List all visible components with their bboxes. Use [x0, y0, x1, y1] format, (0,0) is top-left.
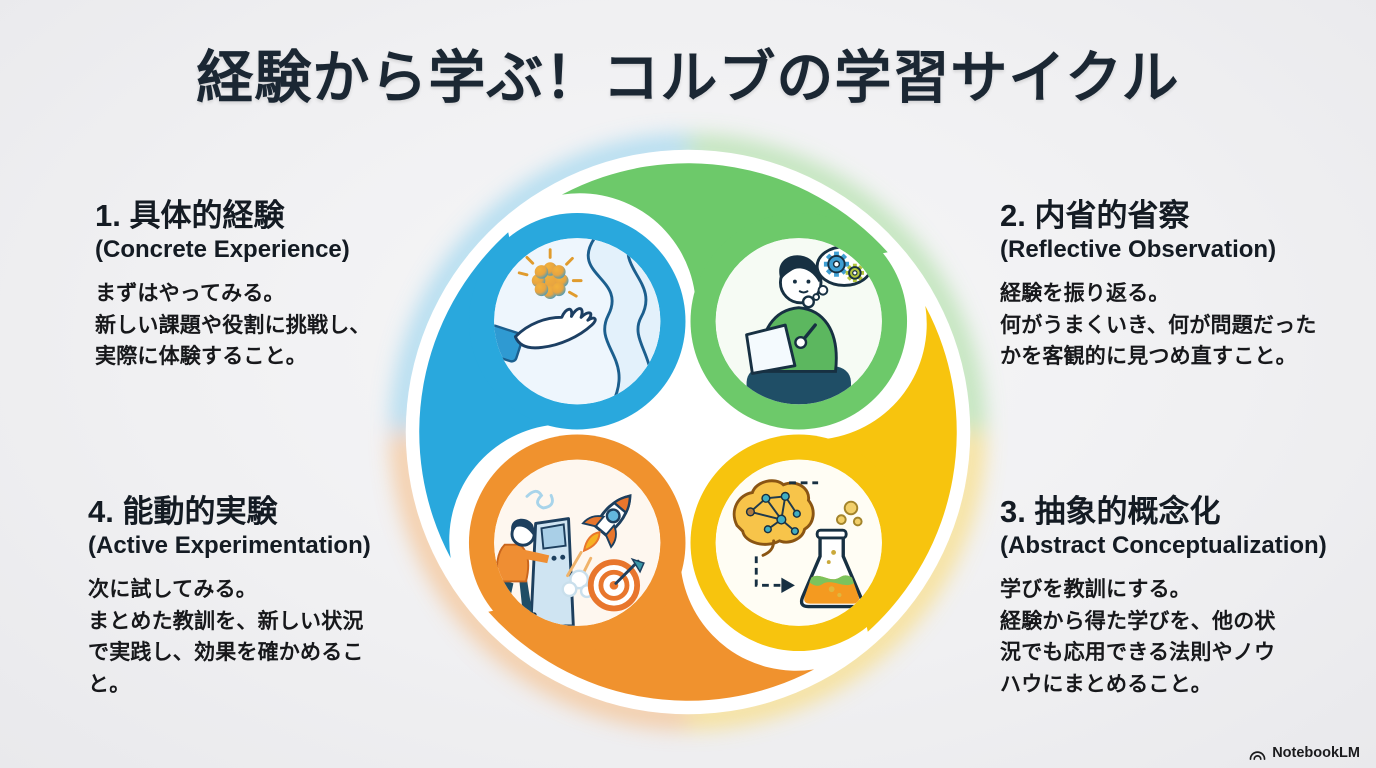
stage-3-subheading: (Abstract Conceptualization)	[1000, 531, 1327, 559]
stage-3-body: 学びを教訓にする。 経験から得た学びを、他の状 況でも応用できる法則やノウ ハウ…	[1000, 578, 1276, 696]
stage-4-heading: 4. 能動的実験	[88, 494, 278, 529]
glow-ring	[393, 137, 983, 727]
stage-1-panel: 1. 具体的経験 (Concrete Experience) まずはやってみる。…	[95, 198, 425, 373]
stage-2-panel: 2. 内省的省察 (Reflective Observation) 経験を振り返…	[1000, 198, 1352, 373]
stage-3-panel: 3. 抽象的概念化 (Abstract Conceptualization) 学…	[1000, 494, 1352, 700]
stage-1-heading: 1. 具体的経験	[95, 198, 285, 233]
stage-1-subheading: (Concrete Experience)	[95, 235, 350, 263]
person-reflecting-icon	[715, 238, 882, 405]
stage-1-body: まずはやってみる。 新しい課題や役割に挑戦し、 実際に体験すること。	[95, 282, 371, 369]
stage-2-heading: 2. 内省的省察	[1000, 198, 1190, 233]
notebooklm-label: NotebookLM	[1272, 745, 1360, 761]
brain-flask-icon	[715, 459, 882, 626]
stage-2-subheading: (Reflective Observation)	[1000, 235, 1277, 263]
stage-4-body: 次に試してみる。 まとめた教訓を、新しい状況 で実践し、効果を確かめるこ と。	[88, 578, 364, 696]
stage-4-subheading: (Active Experimentation)	[88, 531, 371, 559]
notebooklm-watermark: NotebookLM	[1248, 745, 1360, 761]
notebooklm-logo-icon	[1248, 746, 1267, 761]
learning-cycle-diagram	[393, 137, 983, 727]
page-title: 経験から学ぶ！コルブの学習サイクル	[196, 46, 1180, 110]
stage-4-panel: 4. 能動的実験 (Active Experimentation) 次に試してみ…	[88, 494, 428, 700]
stage-2-body: 経験を振り返る。 何がうまくいき、何が問題だった かを客観的に見つめ直すこと。	[1000, 282, 1317, 369]
stage-3-heading: 3. 抽象的概念化	[1000, 494, 1221, 529]
rocket-launch-icon	[494, 459, 661, 626]
hand-offering-river-icon	[494, 238, 661, 405]
